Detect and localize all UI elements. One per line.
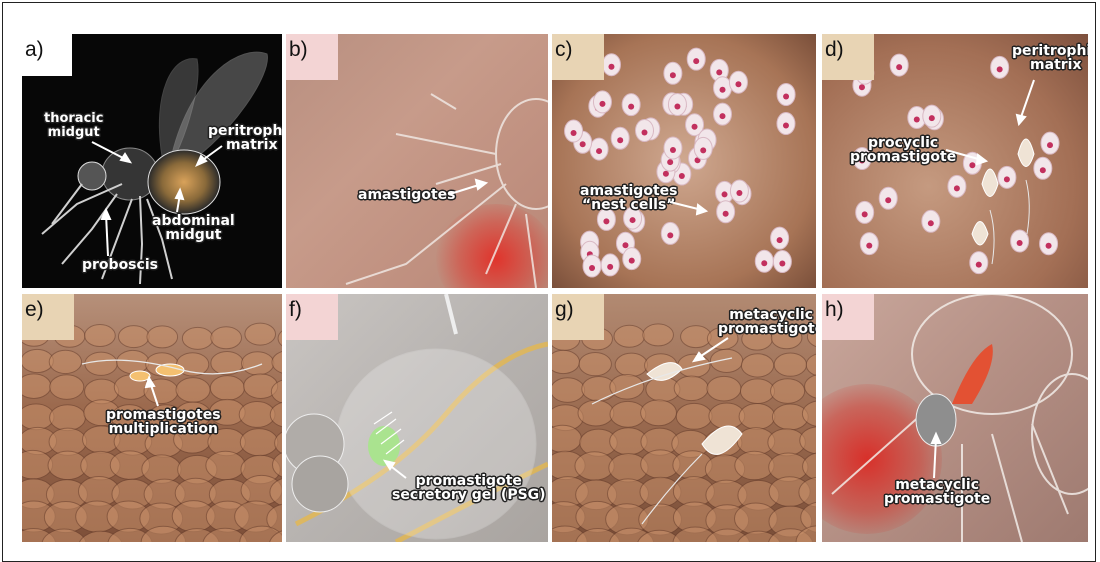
panel-a: a) thoracic midgut peritrophic matrix ab… <box>22 34 282 288</box>
panel-c: c) amastigotes “nest cells” <box>552 34 816 288</box>
panel-e-tag: e) <box>22 294 74 340</box>
panel-d-tag: d) <box>822 34 874 80</box>
panel-a-tag: a) <box>22 34 72 76</box>
panel-g-tag: g) <box>552 294 604 340</box>
panel-f-tag: f) <box>286 294 338 340</box>
panel-b-tag: b) <box>286 34 338 80</box>
panel-b: b) amastigotes <box>286 34 548 288</box>
panel-f: f) promastigote secretory gel (PSG) <box>286 294 548 542</box>
panel-d: d) peritrophic matrix procyclic promasti… <box>822 34 1088 288</box>
panel-h: h) metacyclic promastigote <box>822 294 1088 542</box>
panel-c-tag: c) <box>552 34 604 80</box>
panel-g: g) metacyclic promastigote <box>552 294 816 542</box>
panel-h-tag: h) <box>822 294 874 340</box>
panel-e: e) promastigotes multiplication <box>22 294 282 542</box>
